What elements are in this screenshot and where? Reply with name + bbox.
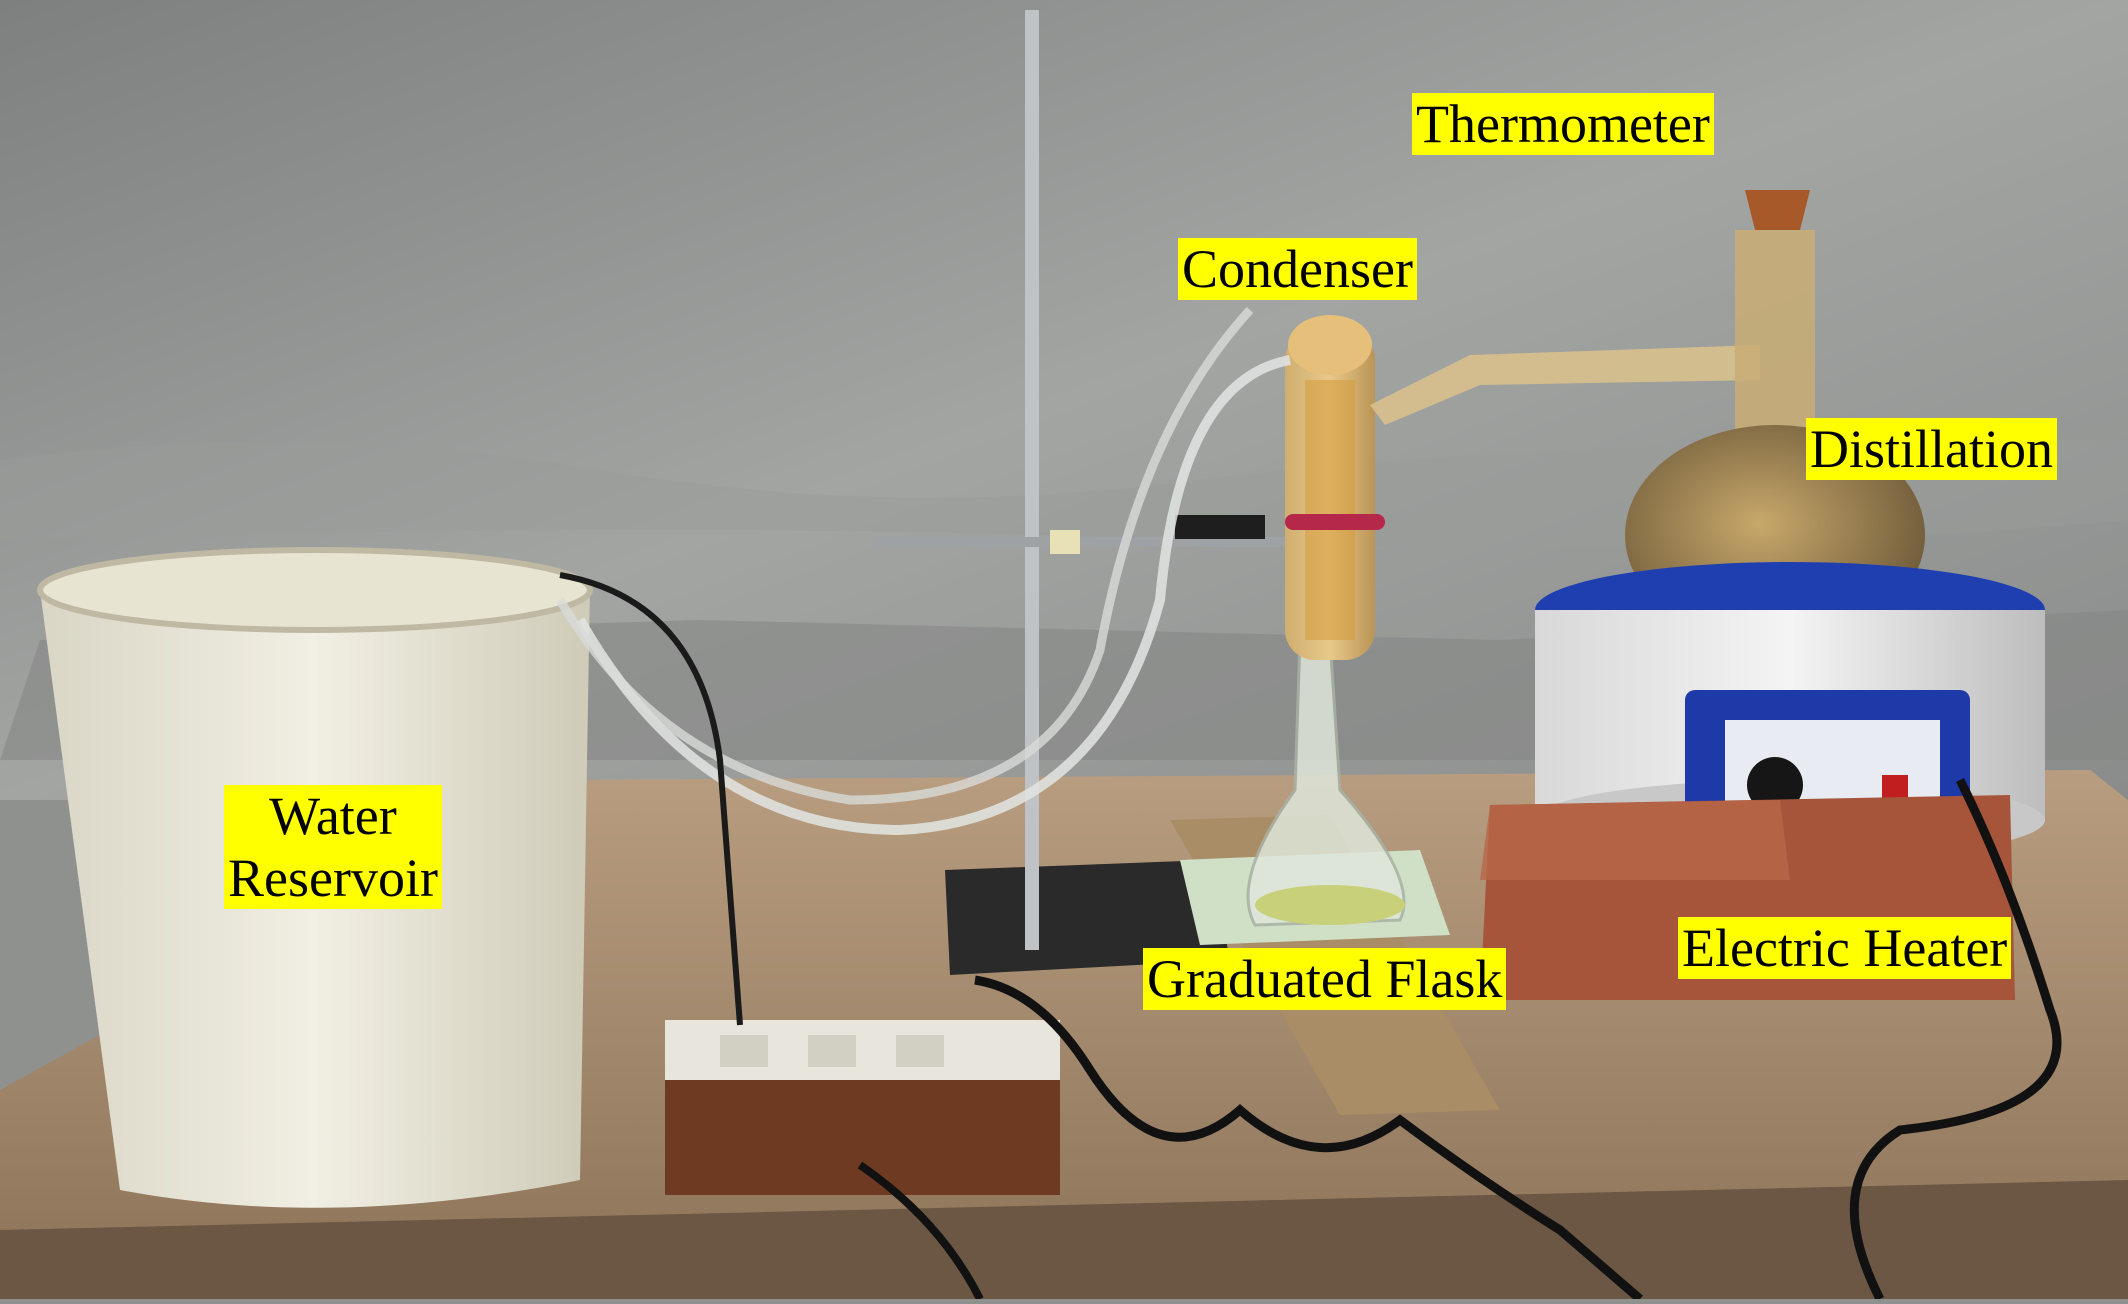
thermometer-label: Thermometer	[1412, 93, 1714, 155]
water-reservoir-label-line1: Water	[269, 786, 397, 846]
water-reservoir-label-line2: Reservoir	[228, 848, 438, 908]
electric-heater-label: Electric Heater	[1678, 917, 2012, 979]
condenser-label: Condenser	[1178, 238, 1417, 300]
water-reservoir-label: Water Reservoir	[224, 785, 442, 909]
graduated-flask-label: Graduated Flask	[1143, 948, 1507, 1010]
distillation-label: Distillation	[1806, 418, 2057, 480]
